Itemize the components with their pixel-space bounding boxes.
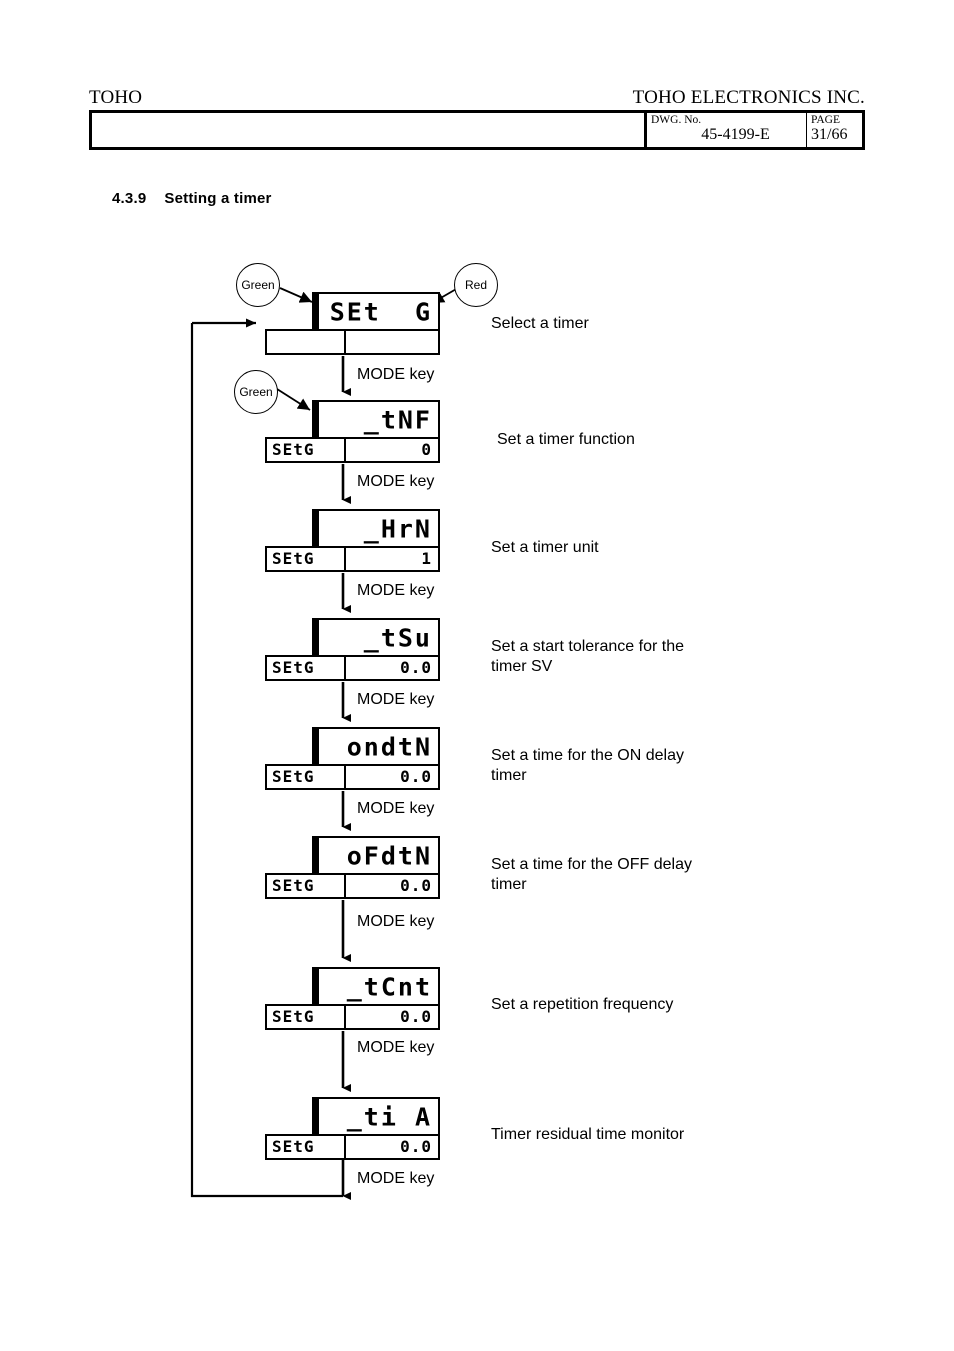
description-repetition-frequency: Set a repetition frequency (491, 996, 674, 1013)
sv-right-value: 0.0 (400, 1137, 432, 1156)
sv-display: SEtG 0.0 (265, 764, 440, 790)
sv-right-cell: 0.0 (346, 1006, 438, 1028)
sv-right-cell: 0.0 (346, 766, 438, 788)
sv-left-cell: SEtG (267, 548, 346, 570)
indicator-bubble-green-1: Green (236, 263, 280, 307)
header-blank-cell (92, 113, 647, 147)
company-full-name: TOHO ELECTRONICS INC. (632, 87, 865, 108)
pv-display: _tNF (312, 400, 440, 439)
sv-right-value: 0.0 (400, 767, 432, 786)
bubble-label-green: Green (241, 278, 275, 292)
mode-key-label-3: MODE key (357, 582, 435, 599)
sv-left-cell: SEtG (267, 657, 346, 679)
document-info-table: DWG. No. 45-4199-E PAGE 31/66 (89, 110, 865, 150)
pv-display: oFdtN (312, 836, 440, 875)
sv-left-value: SEtG (272, 1007, 315, 1026)
page-number-value: 31/66 (811, 126, 848, 143)
dwg-number-value: 45-4199-E (701, 126, 770, 143)
section-heading: 4.3.9 Setting a timer (112, 190, 272, 207)
pv-display: _tCnt (312, 967, 440, 1006)
indicator-bubble-red: Red (454, 263, 498, 307)
pv-display: _ti A (312, 1097, 440, 1136)
indicator-bubble-green-2: Green (234, 370, 278, 414)
mode-key-label-4: MODE key (357, 691, 435, 708)
description-on-delay-time: Set a time for the ON delay timer (491, 747, 684, 784)
sv-display: SEtG 0 (265, 437, 440, 463)
pv-display: ondtN (312, 727, 440, 766)
sv-left-value: SEtG (272, 440, 315, 459)
pv-display: SEt G (312, 292, 440, 331)
description-select-timer: Select a timer (491, 315, 589, 332)
sv-left-cell: SEtG (267, 439, 346, 461)
sv-left-value: SEtG (272, 658, 315, 677)
sv-right-value: 1 (421, 549, 432, 568)
sv-left-cell: SEtG (267, 766, 346, 788)
pv-value: _HrN (363, 514, 432, 543)
sv-right-cell: 0 (346, 439, 438, 461)
dwg-number-cell: DWG. No. 45-4199-E (647, 113, 807, 147)
mode-key-label-1: MODE key (357, 366, 435, 383)
description-off-delay-time: Set a time for the OFF delay timer (491, 856, 692, 893)
sv-left-cell: SEtG (267, 875, 346, 897)
sv-left-value: SEtG (272, 767, 315, 786)
sv-right-cell: 0.0 (346, 875, 438, 897)
mode-key-label-6: MODE key (357, 913, 435, 930)
sv-display (265, 329, 440, 355)
description-start-tolerance: Set a start tolerance for the timer SV (491, 638, 684, 675)
pv-value: _ti A (346, 1102, 432, 1131)
sv-right-cell: 0.0 (346, 657, 438, 679)
sv-display: SEtG 0.0 (265, 1134, 440, 1160)
sv-display: SEtG 1 (265, 546, 440, 572)
sv-left-value: SEtG (272, 1137, 315, 1156)
sv-right-value: 0 (421, 440, 432, 459)
pv-value: _tCnt (346, 972, 432, 1001)
dwg-number-label: DWG. No. (651, 114, 702, 126)
pv-display: _HrN (312, 509, 440, 548)
sv-display: SEtG 0.0 (265, 873, 440, 899)
pv-value: SEt G (329, 297, 432, 326)
bubble-label-red: Red (464, 278, 487, 292)
pv-value: ondtN (346, 732, 432, 761)
mode-key-label-7: MODE key (357, 1039, 435, 1056)
mode-key-label-2: MODE key (357, 473, 435, 490)
sv-right-cell: 1 (346, 548, 438, 570)
pv-value: _tSu (363, 623, 432, 652)
sv-left-value: SEtG (272, 876, 315, 895)
sv-left-value: SEtG (272, 549, 315, 568)
description-timer-function: Set a timer function (497, 431, 635, 448)
mode-key-label-8: MODE key (357, 1170, 435, 1187)
pv-value: oFdtN (346, 841, 432, 870)
page-number-cell: PAGE 31/66 (807, 113, 862, 147)
section-number: 4.3.9 (112, 190, 147, 207)
sv-left-cell: SEtG (267, 1006, 346, 1028)
bubble-label-green-2: Green (239, 385, 273, 399)
sv-right-cell: 0.0 (346, 1136, 438, 1158)
sv-right-cell (346, 331, 438, 353)
description-residual-time-monitor: Timer residual time monitor (491, 1126, 685, 1143)
mode-key-label-5: MODE key (357, 800, 435, 817)
header-titles: TOHO TOHO ELECTRONICS INC. (89, 88, 865, 110)
section-title-text: Setting a timer (164, 190, 272, 207)
sv-left-cell: SEtG (267, 1136, 346, 1158)
sv-display: SEtG 0.0 (265, 1004, 440, 1030)
sv-right-value: 0.0 (400, 658, 432, 677)
description-timer-unit: Set a timer unit (491, 539, 599, 556)
sv-right-value: 0.0 (400, 1007, 432, 1026)
company-short-name: TOHO (89, 87, 143, 108)
sv-display: SEtG 0.0 (265, 655, 440, 681)
pv-display: _tSu (312, 618, 440, 657)
sv-right-value: 0.0 (400, 876, 432, 895)
sv-left-cell (267, 331, 346, 353)
page-number-label: PAGE (811, 114, 840, 126)
page-header: TOHO TOHO ELECTRONICS INC. DWG. No. 45-4… (89, 88, 865, 150)
pv-value: _tNF (363, 405, 432, 434)
